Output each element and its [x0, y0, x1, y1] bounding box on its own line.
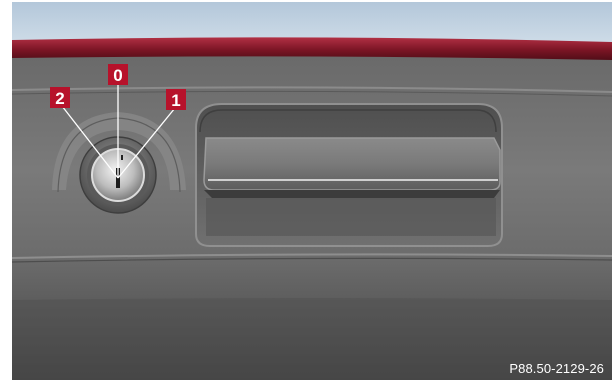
body-edge-paint [12, 37, 612, 62]
trunk-handle [203, 137, 501, 191]
panel-crease-bottom [11, 253, 612, 259]
callout-2: 2 [50, 87, 70, 108]
callout-line-2 [61, 105, 119, 179]
figure-code: P88.50-2129-26 [509, 361, 604, 376]
callout-label-1: 1 [171, 91, 180, 110]
callout-0: 0 [108, 64, 128, 85]
callout-1: 1 [166, 89, 186, 110]
lock-surround [52, 112, 186, 190]
panel-crease-top [11, 86, 612, 93]
callout-label-0: 0 [113, 66, 122, 85]
callout-line-1 [117, 107, 176, 179]
callout-label-2: 2 [55, 89, 64, 108]
